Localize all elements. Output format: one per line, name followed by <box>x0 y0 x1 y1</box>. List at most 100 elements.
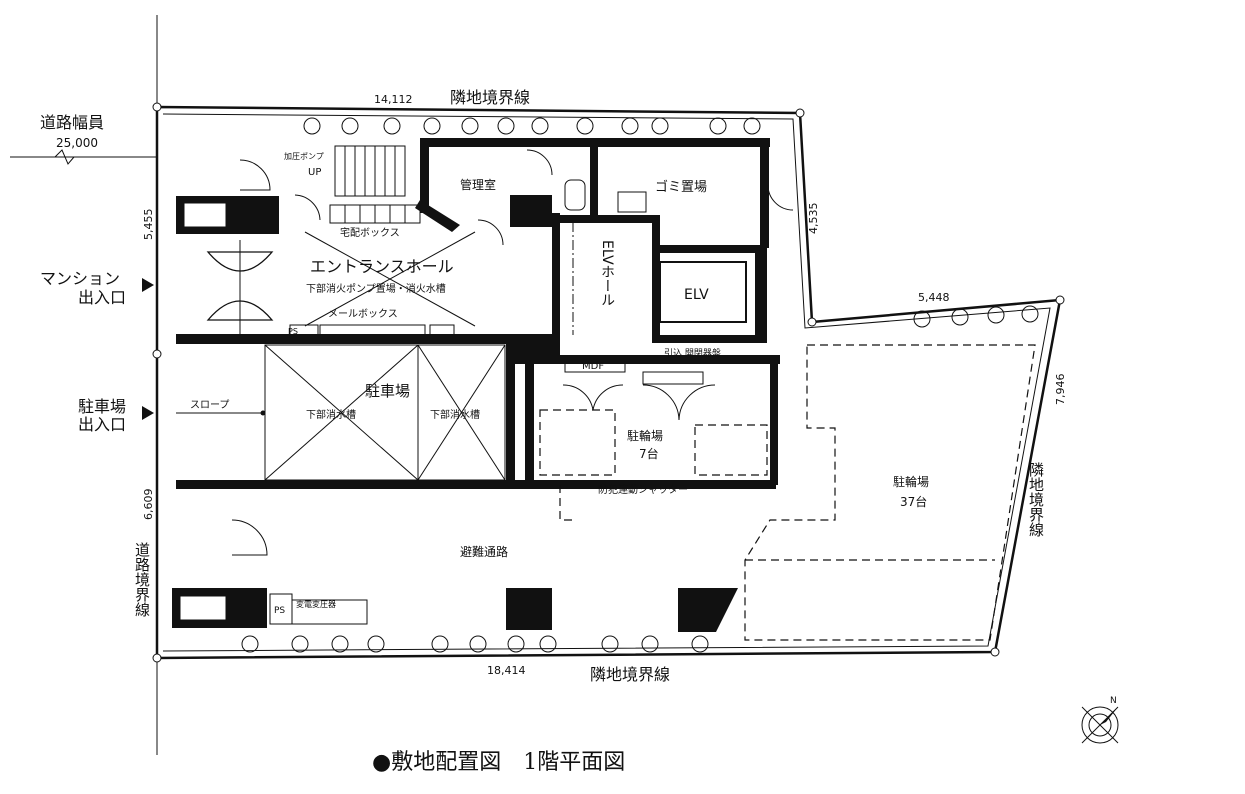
site-boundary-inner <box>162 113 1051 652</box>
pressure-pump-label: 加圧ポンプ <box>284 151 324 161</box>
wall <box>506 345 515 485</box>
wall <box>560 215 660 223</box>
elv-label: ELV <box>684 287 709 303</box>
road-width-value: 25,000 <box>56 136 98 150</box>
compass-icon <box>1081 706 1119 744</box>
wall <box>525 355 780 364</box>
plan-caption: ●敷地配置図 1階平面図 <box>372 750 626 775</box>
wall <box>590 138 598 222</box>
corner-marker <box>990 647 1000 657</box>
ps-box <box>429 324 455 336</box>
planting-right <box>913 305 1039 328</box>
parking-cross <box>264 344 419 481</box>
wall <box>552 213 560 343</box>
slope-label: スロープ <box>190 399 229 411</box>
site-boundary <box>155 105 1062 660</box>
garbage-room-label: ゴミ置場 <box>655 179 707 195</box>
mdf-label: MDF <box>582 361 604 372</box>
board-box <box>642 371 704 385</box>
water-tank-label-1: 下部消水槽 <box>306 408 356 421</box>
window <box>179 595 227 621</box>
wall <box>652 335 767 343</box>
wall <box>525 355 534 485</box>
pump-room-label: 下部消火ポンプ置場・消火水槽 <box>306 282 446 295</box>
shutter-path <box>559 485 575 521</box>
up-label: UP <box>308 167 321 178</box>
stairs <box>329 145 421 224</box>
dimension-right-upper: 4,535 <box>807 203 820 235</box>
corner-marker <box>152 102 162 112</box>
wall <box>652 245 767 253</box>
mdf-box <box>564 357 626 373</box>
bicycle-large-area <box>744 344 1036 641</box>
shutter-label: 防犯連動シャッター <box>598 483 688 496</box>
top-boundary-label: 隣地境界線 <box>450 88 530 107</box>
bottom-dimension: 18,414 <box>487 664 526 677</box>
transformer-label: 変電変圧器 <box>296 599 336 609</box>
corner-marker <box>152 349 162 359</box>
slope-arrow-head <box>260 410 266 416</box>
bicycle-small-count: 7台 <box>639 446 659 461</box>
wall <box>755 245 767 343</box>
dimension-left-lower: 6,609 <box>142 489 155 521</box>
auto-door <box>206 240 274 334</box>
parking-cross <box>417 344 506 481</box>
sink-icon <box>617 191 647 213</box>
ps-box <box>289 324 319 336</box>
wall <box>415 200 460 232</box>
parking-entrance-label-2: 出入口 <box>78 415 126 434</box>
wall <box>420 138 429 213</box>
planting-top <box>303 117 761 135</box>
bicycle-large-count: 37台 <box>900 494 927 509</box>
wall <box>652 215 660 343</box>
transformer-box <box>291 599 368 625</box>
door-swing <box>562 384 624 411</box>
parking-entrance-label-1: 駐車場 <box>78 397 126 416</box>
right-boundary-label: 隣地境界線 <box>1027 462 1045 537</box>
entrance-hall-label: エントランスホール <box>310 257 454 276</box>
wall <box>270 196 279 234</box>
wall <box>176 480 776 489</box>
entrance-arrow <box>142 406 154 420</box>
incoming-board-label: 引込 開閉器盤 <box>664 347 721 359</box>
void-cross <box>304 231 476 327</box>
top-dimension: 14,112 <box>374 93 413 106</box>
door-swing <box>477 219 504 246</box>
door-swing <box>231 519 268 556</box>
window <box>183 202 227 228</box>
dimension-right-lower: 7,946 <box>1054 374 1067 406</box>
ps-label-bottom: PS <box>274 606 285 616</box>
door-swing <box>526 149 553 176</box>
corner-marker <box>152 653 162 663</box>
ps-label: PS <box>288 327 298 336</box>
door-swing <box>642 384 716 421</box>
column <box>678 588 738 632</box>
mail-box-label: メールボックス <box>328 308 398 320</box>
road-break-mark <box>54 149 75 165</box>
corner-marker <box>795 108 805 118</box>
road-width-label: 道路幅員 <box>40 113 104 132</box>
mailbox-rack <box>319 324 426 336</box>
door-swing <box>294 194 321 221</box>
toilet-icon <box>564 179 586 211</box>
bicycle-large-label: 駐輪場 <box>893 474 929 489</box>
planting-bottom <box>241 635 709 653</box>
corner-marker <box>807 317 817 327</box>
dimension-left-upper: 5,455 <box>142 209 155 241</box>
door-swing <box>239 159 271 191</box>
door-swing <box>767 184 794 211</box>
elv-hall-label: ELVホール <box>599 240 615 307</box>
corner-marker <box>1055 295 1065 305</box>
entrance-arrow <box>142 278 154 292</box>
elevator-shaft <box>659 261 747 323</box>
column <box>506 588 552 630</box>
mansion-entrance-label-2: 出入口 <box>78 288 126 307</box>
bicycle-small-label: 駐輪場 <box>627 428 663 443</box>
mansion-entrance-label-1: マンション <box>40 269 120 288</box>
left-boundary-label: 道路境界線 <box>133 542 151 617</box>
wall <box>770 355 778 485</box>
dimension-right-mid: 5,448 <box>918 291 950 304</box>
management-room-label: 管理室 <box>460 177 496 192</box>
wall <box>760 138 769 248</box>
